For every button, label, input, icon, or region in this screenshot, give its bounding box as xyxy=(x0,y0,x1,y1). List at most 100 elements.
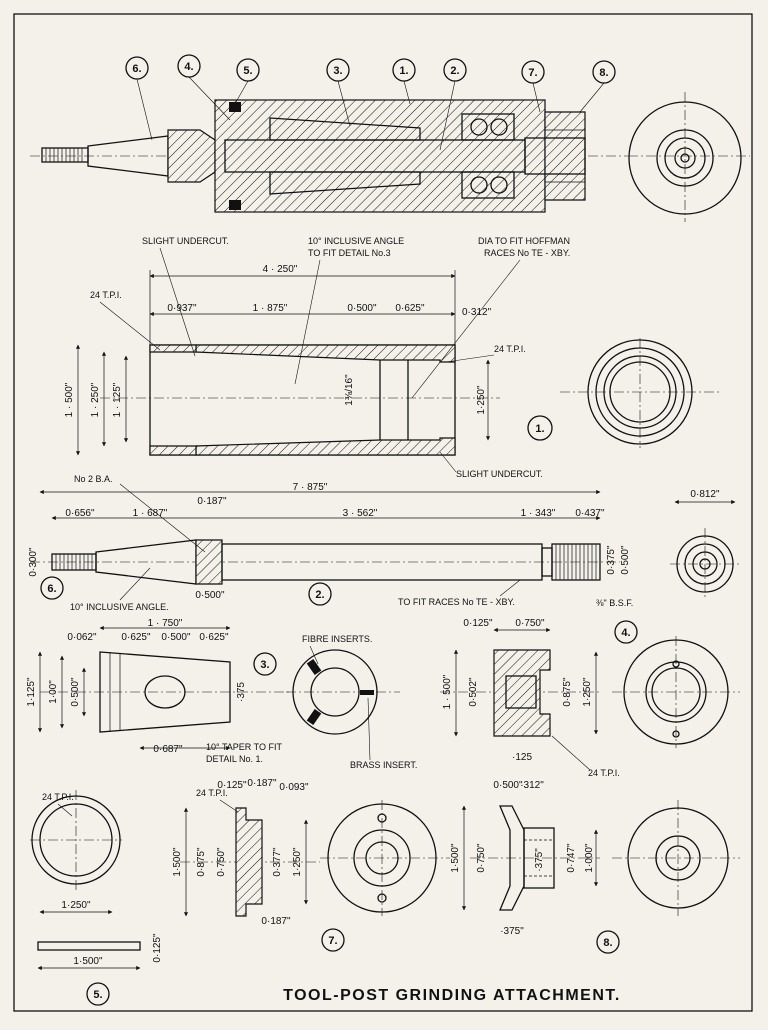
ball-bearing xyxy=(461,113,515,199)
detail-8-number: 8. xyxy=(603,937,612,949)
note-taper-2: DETAIL No. 1. xyxy=(206,754,263,764)
dim-0312: 0·312" xyxy=(462,307,492,318)
detail-1-number: 1. xyxy=(535,423,544,435)
dim-1125: 1·125" xyxy=(26,677,37,707)
dim-1500: 1·500" xyxy=(172,847,183,877)
note-tpi: 24 T.P.I. xyxy=(196,788,228,798)
detail-7-number: 7. xyxy=(328,935,337,947)
seal-bottom xyxy=(229,200,241,210)
balloon-6: 6. xyxy=(132,63,141,75)
cap-section xyxy=(493,649,551,737)
dim-0125: 0·125" xyxy=(152,933,163,963)
dim-0437: 0·437" xyxy=(575,508,605,519)
pulley-assy xyxy=(544,111,586,201)
detail-2-end-view: 0·812" xyxy=(670,489,740,600)
dim-0300: 0·300" xyxy=(28,547,39,577)
housing-body xyxy=(214,99,546,213)
dim-1343: 1 · 343" xyxy=(521,508,556,519)
dim-0750: 0·750" xyxy=(515,618,545,629)
dim-1250: 1 · 250" xyxy=(90,382,101,417)
dim-0747: 0·747" xyxy=(566,843,577,873)
detail-1-wall-bottom xyxy=(195,437,456,456)
note-tpi: 24 T.P.I. xyxy=(588,768,620,778)
drawing-title: TOOL-POST GRINDING ATTACHMENT. xyxy=(283,987,621,1004)
dim-0656: 0·656" xyxy=(65,508,95,519)
detail-5-number: 5. xyxy=(93,989,102,1001)
dim-3562: 3 · 562" xyxy=(343,508,378,519)
detail-5-ring: 24 T.P.I. 1·250" 0·125" 1·500" 5. xyxy=(30,790,163,1006)
balloon-2: 2. xyxy=(450,65,459,77)
flange-section xyxy=(235,807,263,917)
note-inclusive-angle: 10° INCLUSIVE ANGLE xyxy=(308,236,404,246)
dim-1125: 1 · 125" xyxy=(112,382,123,417)
dim-0812: 0·812" xyxy=(690,489,720,500)
dim-0625: 0·625" xyxy=(121,632,151,643)
dim-1500: 1·500" xyxy=(73,956,103,967)
dim-1250: 1·250" xyxy=(61,900,91,911)
dim-0187: 0·187" xyxy=(247,778,277,789)
dim-1750: 1 · 750" xyxy=(148,618,183,629)
dim-0750: 0·750" xyxy=(216,847,227,877)
note-bsf: ⅜" B.S.F. xyxy=(596,598,633,608)
note-slight-undercut-bottom: SLIGHT UNDERCUT. xyxy=(456,469,543,479)
dim-0625: 0·625" xyxy=(395,303,425,314)
note-fit-races: TO FIT RACES No TE - XBY. xyxy=(398,597,515,607)
dim-1500: 1 · 500" xyxy=(64,382,75,417)
detail-2-shaft: 0·812" 7 · 875" 0·187" 0·656" 1 · 687" 3… xyxy=(28,474,740,612)
detail-4-number: 4. xyxy=(621,627,630,639)
dim-0500v: 0·500" xyxy=(70,677,81,707)
threaded-end xyxy=(41,147,89,163)
dim-1687: 1 · 687" xyxy=(133,508,168,519)
dim-1250: 1·250" xyxy=(292,847,303,877)
dim-0502: 0·502" xyxy=(468,677,479,707)
detail-3-collet: 1 · 750" 0·062" 0·625" 0·500" 0·625" 1·1… xyxy=(26,618,417,770)
note-tpi-left: 24 T.P.I. xyxy=(90,290,122,300)
dim-0500: 0·500" xyxy=(195,590,225,601)
collet-body xyxy=(99,651,231,733)
detail-7-flange: 24 T.P.I. 0·125" 0·187" 0·093" 1·500" 0·… xyxy=(172,778,450,952)
assembly-end-view xyxy=(628,92,750,222)
pulley-hub xyxy=(523,827,555,889)
dim-0187: 0·187" xyxy=(197,496,227,507)
note-no2ba: No 2 B.A. xyxy=(74,474,113,484)
dim-overall-4250: 4 · 250" xyxy=(263,264,298,275)
note-taper: 10° TAPER TO FIT xyxy=(206,742,282,752)
dim-1250: 1·250" xyxy=(582,677,593,707)
dim-0687: 0·687" xyxy=(153,744,183,755)
dim-1000: 1·00" xyxy=(48,680,59,704)
detail-4-end-view xyxy=(612,636,740,748)
assembly-view: 6. 4. 5. 3. 1. 2. 7. 8. xyxy=(30,54,750,222)
dim-312: ·312" xyxy=(520,780,544,791)
dim-0500b: 0·500" xyxy=(620,545,631,575)
note-inclusive-angle-2: TO FIT DETAIL No.3 xyxy=(308,248,391,258)
detail-1-end-view xyxy=(560,338,720,448)
detail-8-pulley: 0·500" ·312" 1·500" 0·750" ·375" 0·747" … xyxy=(450,780,740,954)
detail-3-number: 3. xyxy=(260,659,269,671)
dim-0377: 0·377" xyxy=(272,847,283,877)
balloon-8: 8. xyxy=(599,67,608,79)
note-slight-undercut: SLIGHT UNDERCUT. xyxy=(142,236,229,246)
pulley-groove xyxy=(499,805,525,911)
note-dia-fit: DIA TO FIT HOFFMAN xyxy=(478,236,570,246)
detail-2-number: 2. xyxy=(315,589,324,601)
balloon-4: 4. xyxy=(184,61,193,73)
note-fibre: FIBRE INSERTS. xyxy=(302,634,372,644)
balloon-3: 3. xyxy=(333,65,342,77)
dim-1500: 1·500" xyxy=(450,843,461,873)
dim-375b: ·375" xyxy=(500,926,524,937)
dim-1500: 1 · 500" xyxy=(442,674,453,709)
detail-8-end-view xyxy=(612,800,740,916)
dim-0062: 0·062" xyxy=(67,632,97,643)
dim-7875: 7 · 875" xyxy=(293,482,328,493)
note-tpi-right: 24 T.P.I. xyxy=(494,344,526,354)
detail-3-end-view xyxy=(286,649,400,735)
seal-top xyxy=(229,102,241,112)
note-brass: BRASS INSERT. xyxy=(350,760,417,770)
dim-1875: 1 · 875" xyxy=(253,303,288,314)
dim-0875: 0·875" xyxy=(562,677,573,707)
dim-0875: 0·875" xyxy=(196,847,207,877)
dim-0500: 0·500" xyxy=(161,632,191,643)
dim-375: ·375" xyxy=(534,848,545,872)
